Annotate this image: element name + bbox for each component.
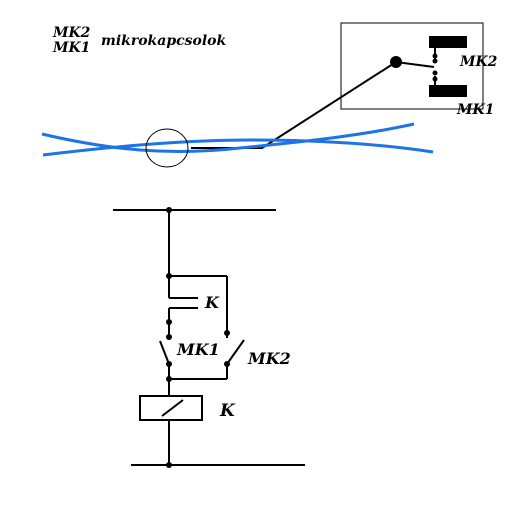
mk2-contact-dot bbox=[432, 58, 438, 64]
switch-housing-box bbox=[340, 22, 484, 110]
water-line-lower bbox=[42, 138, 434, 157]
lever-arm-tip bbox=[395, 61, 435, 68]
lever-arm bbox=[191, 61, 397, 149]
box-mk1-label: MK1 bbox=[456, 102, 494, 118]
mk2-label: MK2 bbox=[247, 349, 291, 368]
legend-mk2: MK2 bbox=[52, 25, 91, 41]
mk2-switch-body bbox=[429, 36, 467, 48]
mk1-switch-body bbox=[429, 85, 467, 97]
mk2-switch-blade bbox=[226, 339, 245, 365]
box-mk2-label: MK2 bbox=[459, 54, 498, 70]
water-line-upper bbox=[41, 122, 415, 153]
coil-k bbox=[139, 395, 203, 421]
k-contact-label: K bbox=[204, 293, 220, 312]
float bbox=[145, 128, 189, 168]
mk1-label: MK1 bbox=[176, 340, 220, 359]
coil-k-slash bbox=[161, 399, 184, 417]
coil-k-label: K bbox=[219, 401, 236, 421]
mk2-contact-dot bbox=[432, 53, 438, 59]
mk1-contact-dot bbox=[432, 70, 438, 76]
legend-mk1: MK1 bbox=[52, 40, 90, 56]
legend-caption: mikrokapcsolok bbox=[101, 33, 227, 49]
mk1-switch-blade bbox=[159, 340, 170, 365]
